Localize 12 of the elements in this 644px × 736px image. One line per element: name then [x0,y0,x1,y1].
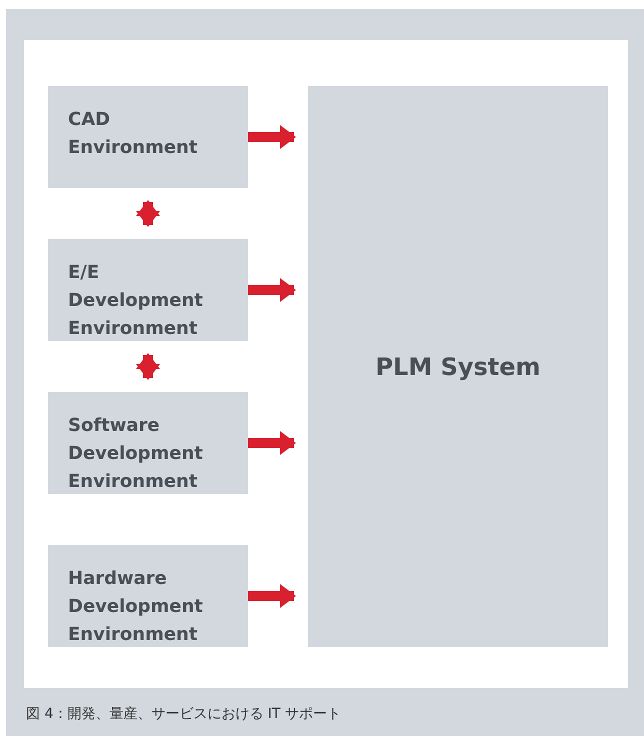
process-box: E/E Development Environment [48,239,248,341]
process-box: CAD Environment [48,86,248,188]
arrow [136,353,160,380]
figure-caption: 図 4：開発、量産、サービスにおける IT サポート [26,705,341,723]
arrow [248,584,296,608]
process-box: Software Development Environment [48,392,248,494]
arrow [248,278,296,302]
arrow [136,200,160,227]
arrow [248,431,296,455]
arrow [248,125,296,149]
system-box: PLM System [308,86,608,647]
process-box: Hardware Development Environment [48,545,248,647]
